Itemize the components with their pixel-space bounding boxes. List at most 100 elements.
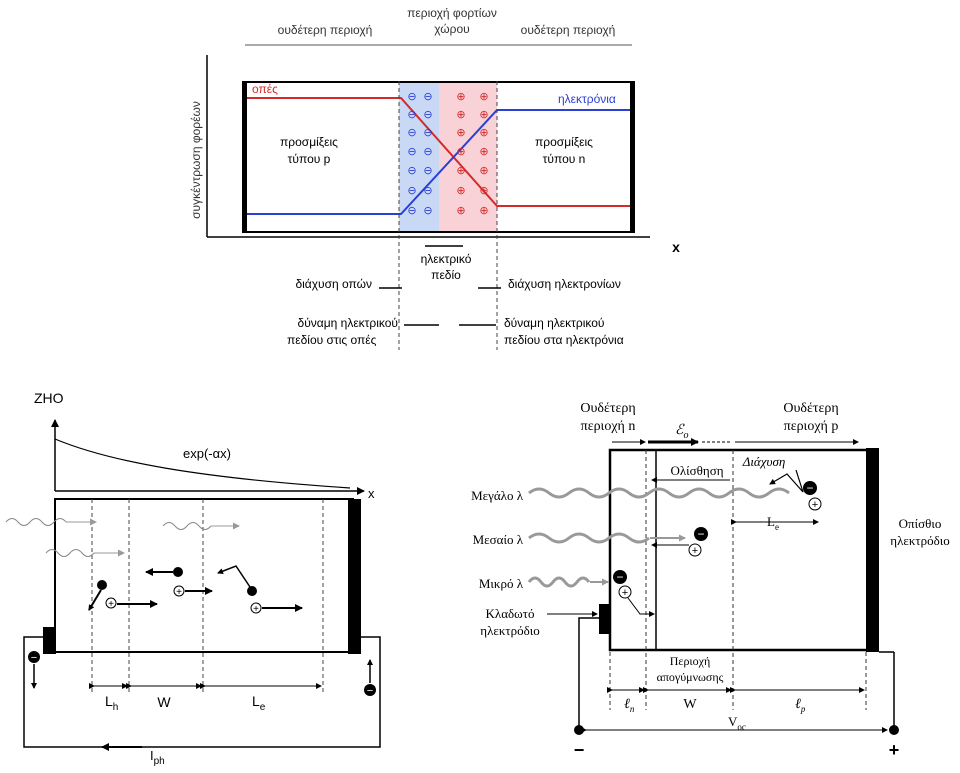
short-electron-sign: − [616,570,623,584]
long-electron-sign: − [806,481,813,495]
long-wave [528,487,790,499]
n-doping-label-1: προσμίξεις [535,135,593,149]
field-label-2: πεδίο [431,268,461,282]
generation-device-body [54,498,354,653]
short-lambda-label: Μικρό λ [479,576,524,591]
photon-wave-2 [45,549,95,557]
positive-ion: ⊕ [456,185,465,197]
header-space-charge-1: περιοχή φορτίων [407,6,497,20]
ion-grid: ⊖⊖⊕⊕⊖⊖⊕⊕⊖⊖⊕⊕⊖⊖⊕⊕⊖⊖⊕⊕⊖⊖⊕⊕⊖⊖⊕⊕ [407,91,488,217]
electrons-curve [247,109,630,215]
negative-ion: ⊖ [407,185,416,197]
short-electron [613,570,627,584]
diffusion-label: Διάχυση [742,454,786,469]
negative-ion: ⊖ [407,109,416,121]
generation-external-circuit [23,636,381,748]
drift-label: Ολίσθηση [670,463,723,478]
positive-ion: ⊕ [456,109,465,121]
field-force-holes-1: δύναμη ηλεκτρικού [298,316,398,330]
dim-lh-label: Lh [105,693,118,713]
photon-wave-1 [5,518,67,526]
p-doping-label-2: τύπου p [288,152,331,166]
generation-front-contact [43,627,56,654]
long-electron [803,481,817,495]
medium-hole-sign: + [692,545,698,557]
negative-ion: ⊖ [423,185,432,197]
positive-ion: ⊕ [456,146,465,158]
long-hole-sign: + [812,499,818,511]
y-axis-label: συγκέντρωση φορέων [189,101,203,219]
medium-electron-sign: − [697,527,704,541]
carrier-hole [105,597,117,609]
positive-ion: ⊕ [479,146,488,158]
long-lambda-label: Μεγάλο λ [471,488,524,503]
carrier-electron [97,580,107,590]
header-neutral-left: ουδέτερη περιοχή [278,23,373,37]
x-axis-label: x [672,239,680,255]
medium-wave [528,532,650,544]
field-symbol: ℰo [675,423,688,441]
carrier-diffusion-path [217,565,251,588]
positive-ion: ⊕ [479,91,488,103]
negative-ion: ⊖ [423,127,432,139]
depletion-label-1: Περιοχή [670,654,711,668]
neutral-n-label-1: Ουδέτερη [580,401,635,416]
carrier-hole-sign: + [253,604,259,615]
medium-electron [694,527,708,541]
photocurrent-label: Iph [150,748,165,767]
positive-ion: ⊕ [456,127,465,139]
generation-y-axis-label: ZHO [34,390,64,406]
collected-electron-sign: − [31,652,37,664]
carrier-hole-sign: + [176,587,182,598]
ln-label: ℓn [624,697,635,714]
dim-le-label: Le [252,693,266,713]
collected-electron [28,651,40,663]
holes-label: οπές [252,82,278,96]
finger-electrode-label-2: ηλεκτρόδιο [480,623,539,638]
lp-label: ℓp [795,697,806,714]
negative-ion: ⊖ [423,91,432,103]
negative-ion: ⊖ [423,205,432,217]
carrier-drift-arrow [88,589,102,611]
electron-diffusion-label: διάχυση ηλεκτρονίων [508,277,621,291]
n-doping-label-2: τύπου n [543,152,586,166]
positive-ion: ⊕ [479,165,488,177]
negative-ion: ⊖ [407,205,416,217]
generation-curve-label: exp(-αx) [183,446,231,461]
header-space-charge-2: χώρου [434,22,469,36]
generation-exp-curve [54,438,351,489]
short-hole [618,585,632,599]
w-label: W [683,697,697,712]
p-doping-label-1: προσμίξεις [280,135,338,149]
positive-ion: ⊕ [479,127,488,139]
negative-ion: ⊖ [423,146,432,158]
finger-electrode-label-1: Κλαδωτό [486,606,535,621]
negative-ion: ⊖ [407,91,416,103]
pos-charge-region [439,81,497,233]
device-right-bar [630,81,635,233]
field-label-1: ηλεκτρικό [421,252,472,266]
short-drift-path [627,597,655,617]
negative-ion: ⊖ [407,165,416,177]
holes-curve [247,97,630,207]
neutral-p-label-2: περιοχή p [784,419,839,434]
positive-ion: ⊕ [456,91,465,103]
positive-terminal [889,725,899,735]
generation-back-contact [348,499,361,654]
negative-terminal [574,725,584,735]
negative-ion: ⊖ [407,146,416,158]
electrons-label: ηλεκτρόνια [558,92,616,106]
header-neutral-right: ουδέτερη περιοχή [521,23,616,37]
back-electrode-label-2: ηλεκτρόδιο [890,533,949,548]
cell-diagram: Ουδέτερη περιοχή n Ουδέτερη περιοχή p ℰo… [471,401,950,760]
negative-ion: ⊖ [423,165,432,177]
diffusion-path [769,469,804,493]
positive-ion: ⊕ [479,109,488,121]
positive-ion: ⊕ [479,205,488,217]
negative-terminal-sign: − [574,740,585,760]
generation-x-axis-label: x [368,486,375,501]
positive-ion: ⊕ [479,185,488,197]
medium-lambda-label: Μεσαίο λ [473,532,524,547]
field-force-holes-2: πεδίου στις οπές [287,333,377,347]
